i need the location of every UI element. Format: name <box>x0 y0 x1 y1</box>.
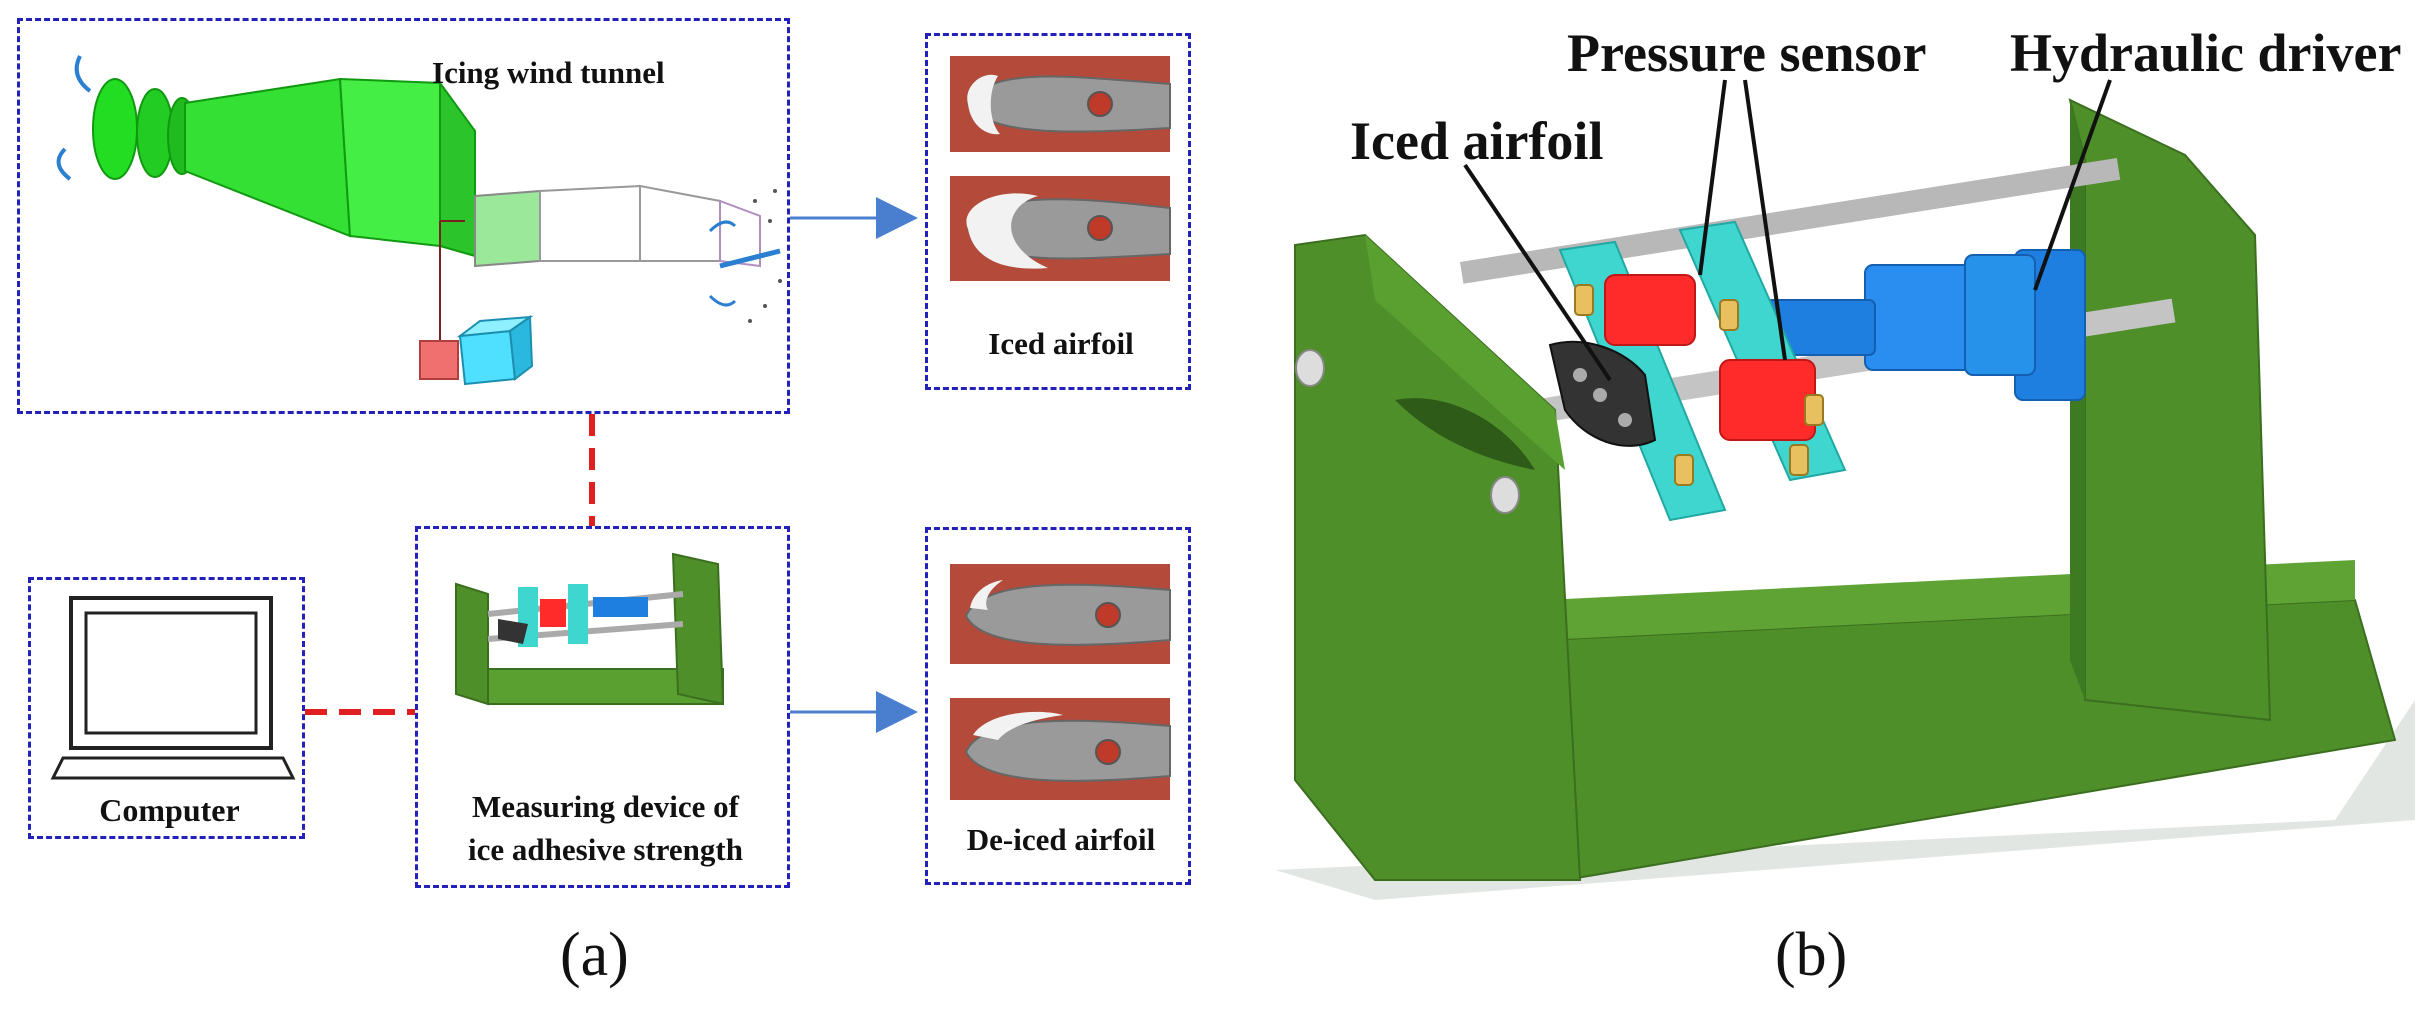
panel-a-connectors <box>305 197 918 733</box>
callout-line-hydraulic <box>2033 79 2112 291</box>
callout-line-pressure-upper <box>1698 79 1727 276</box>
frame-right-plate <box>2068 98 2272 722</box>
panel-a-label: (a) <box>560 921 629 989</box>
callout-pressure-sensor: Pressure sensor <box>1567 23 1927 83</box>
deiced-airfoil-box: De-iced airfoil <box>925 527 1191 885</box>
device-title-line1: Measuring device of <box>472 789 739 824</box>
device-title-line2: ice adhesive strength <box>468 832 743 867</box>
panel-a: Icing wind tunnel Iced airfoil Computer <box>0 0 1205 1017</box>
laptop-icon <box>50 596 296 780</box>
panel-b: Iced airfoil Pressure sensor Hydraulic d… <box>1205 0 2433 1017</box>
pressure-sensor-upper <box>1604 274 1696 346</box>
callout-line-iced-airfoil <box>1463 163 1612 382</box>
callout-line-pressure-lower <box>1743 79 1787 361</box>
iced-airfoil-title: Iced airfoil <box>988 326 1134 361</box>
deiced-airfoil-title: De-iced airfoil <box>966 822 1156 857</box>
pressure-sensor-lower <box>1719 359 1816 441</box>
wind-tunnel-illustration <box>56 55 782 386</box>
device-thumbnail <box>455 552 725 706</box>
measuring-device-box: Measuring device of ice adhesive strengt… <box>415 526 790 888</box>
iced-airfoil-box: Iced airfoil <box>925 33 1191 390</box>
deiced-airfoil-photos <box>950 564 1171 800</box>
left-bolts <box>1295 349 1520 514</box>
device-3d-illustration <box>1275 79 2415 900</box>
panel-b-label: (b) <box>1775 921 1848 989</box>
callout-iced-airfoil: Iced airfoil <box>1350 111 1604 171</box>
wind-tunnel-title: Icing wind tunnel <box>432 55 665 90</box>
iced-airfoil-photos <box>950 56 1171 281</box>
callout-hydraulic-driver: Hydraulic driver <box>2010 23 2402 83</box>
hydraulic-driver <box>1764 249 2086 401</box>
computer-box: Computer <box>28 577 305 839</box>
wind-tunnel-box: Icing wind tunnel <box>17 18 790 414</box>
computer-title: Computer <box>99 792 240 828</box>
